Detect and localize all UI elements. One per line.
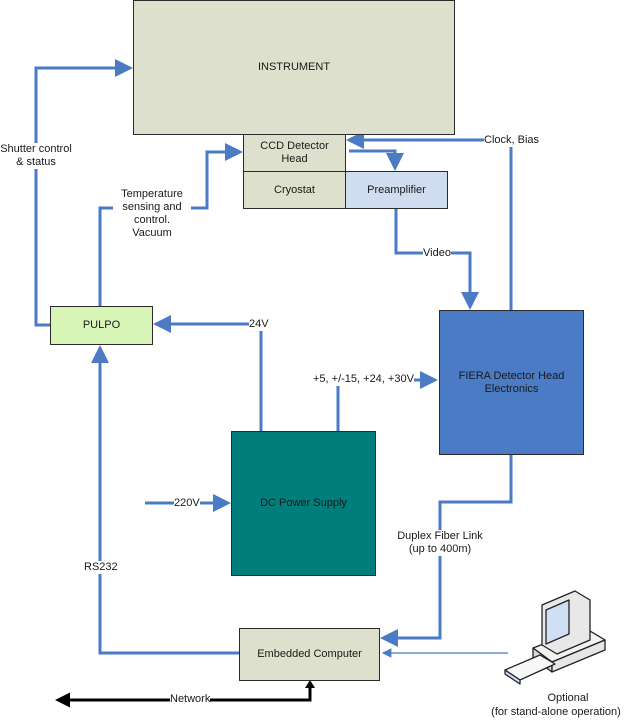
pulpo-label: PULPO bbox=[82, 319, 121, 331]
instrument-block: INSTRUMENT bbox=[133, 0, 455, 135]
embedded-computer-label: Embedded Computer bbox=[257, 648, 362, 660]
wire-rs232 bbox=[91, 345, 239, 655]
pulpo-block: PULPO bbox=[50, 306, 153, 345]
cryostat-block: Cryostat bbox=[243, 171, 346, 209]
rs232-label: RS232 bbox=[84, 561, 118, 574]
optional-label: Optional bbox=[533, 692, 603, 705]
wire-fiber bbox=[380, 454, 513, 647]
wire-clock-bias bbox=[346, 131, 513, 310]
optional-note-label: (for stand-alone operation) bbox=[486, 706, 625, 719]
fiber-label: Duplex Fiber Link (up to 400m) bbox=[395, 530, 485, 556]
preamplifier-label: Preamplifier bbox=[367, 183, 426, 196]
fiera-label: FIERA Detector Head Electronics bbox=[458, 369, 565, 395]
wire-shutter bbox=[34, 59, 133, 327]
clock-bias-label: Clock, Bias bbox=[484, 134, 540, 147]
ccd-head-label: CCD Detector Head bbox=[260, 140, 329, 165]
preamplifier-block: Preamplifier bbox=[345, 171, 448, 209]
wire-temperature bbox=[98, 143, 243, 306]
shutter-label: Shutter control & status bbox=[0, 143, 72, 169]
wire-voltages bbox=[336, 371, 438, 431]
embedded-computer-block: Embedded Computer bbox=[239, 628, 380, 681]
wire-network bbox=[55, 683, 312, 708]
wire-24v bbox=[153, 315, 263, 431]
fiera-block: FIERA Detector Head Electronics bbox=[439, 310, 584, 455]
cryostat-label: Cryostat bbox=[274, 183, 315, 196]
voltages-label: +5, +/-15, +24, +30V bbox=[313, 373, 414, 386]
temperature-label: Temperature sensing and control. Vacuum bbox=[113, 188, 191, 240]
video-label: Video bbox=[423, 247, 451, 260]
220v-label: 220V bbox=[174, 497, 200, 510]
network-label: Network bbox=[170, 693, 211, 706]
dc-power-block: DC Power Supply bbox=[231, 431, 376, 576]
dc-power-label: DC Power Supply bbox=[260, 497, 347, 509]
wire-ccd-preamp bbox=[349, 149, 404, 171]
instrument-label: INSTRUMENT bbox=[257, 61, 331, 73]
24v-label: 24V bbox=[249, 318, 269, 331]
computer-icon bbox=[504, 590, 606, 685]
ccd-head-block: CCD Detector Head bbox=[243, 134, 346, 172]
